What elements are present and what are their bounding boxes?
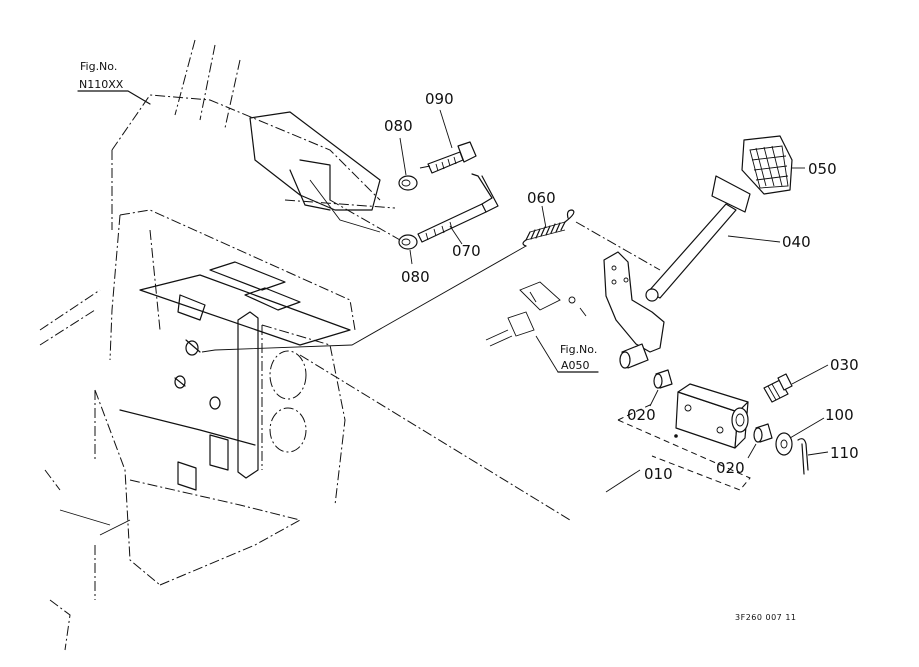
part-070-hook-rod: [417, 173, 499, 243]
part-label-070: 070: [452, 242, 481, 260]
part-label-110: 110: [830, 444, 859, 462]
part-label-030: 030: [830, 356, 859, 374]
figure-reference-code: A050: [561, 359, 590, 372]
part-050-pedal-pad: [741, 135, 793, 195]
figure-reference-n110xx: Fig.No. N110XX: [79, 60, 124, 91]
part-label-100: 100: [825, 406, 854, 424]
part-030-grease-fitting: [763, 373, 793, 403]
tractor-frame: [39, 39, 571, 651]
part-label-060: 060: [527, 189, 556, 207]
part-090-bolt: [419, 141, 477, 174]
part-010-bracket: [617, 383, 751, 491]
part-label-020-left: 020: [627, 406, 656, 424]
leader-lines: [77, 90, 829, 493]
part-labels: 010 020 020 030 040 050 060 070 080 080 …: [384, 90, 859, 483]
part-label-080-upper: 080: [384, 117, 413, 135]
part-110-cotter-pin: [797, 438, 809, 475]
part-080-washer-lower: [398, 234, 418, 250]
part-label-050: 050: [808, 160, 837, 178]
part-label-090: 090: [425, 90, 454, 108]
figure-reference-label: Fig.No.: [560, 343, 597, 356]
figure-reference-label: Fig.No.: [80, 60, 117, 73]
part-label-040: 040: [782, 233, 811, 251]
figure-reference-code: N110XX: [79, 78, 124, 91]
part-060-spring: [522, 209, 575, 247]
part-040-pedal-arm: [603, 175, 751, 369]
clevis-assembly: [485, 281, 587, 347]
part-020-bushing-right: [753, 423, 773, 443]
part-020-bushing-left: [653, 369, 673, 389]
figure-reference-a050: Fig.No. A050: [560, 343, 597, 372]
part-label-010: 010: [644, 465, 673, 483]
part-100-washer: [775, 432, 793, 456]
part-label-020-right: 020: [716, 459, 745, 477]
part-080-washer-upper: [398, 175, 418, 191]
drawing-code: 3F260 007 11: [735, 613, 797, 622]
part-label-080-lower: 080: [401, 268, 430, 286]
